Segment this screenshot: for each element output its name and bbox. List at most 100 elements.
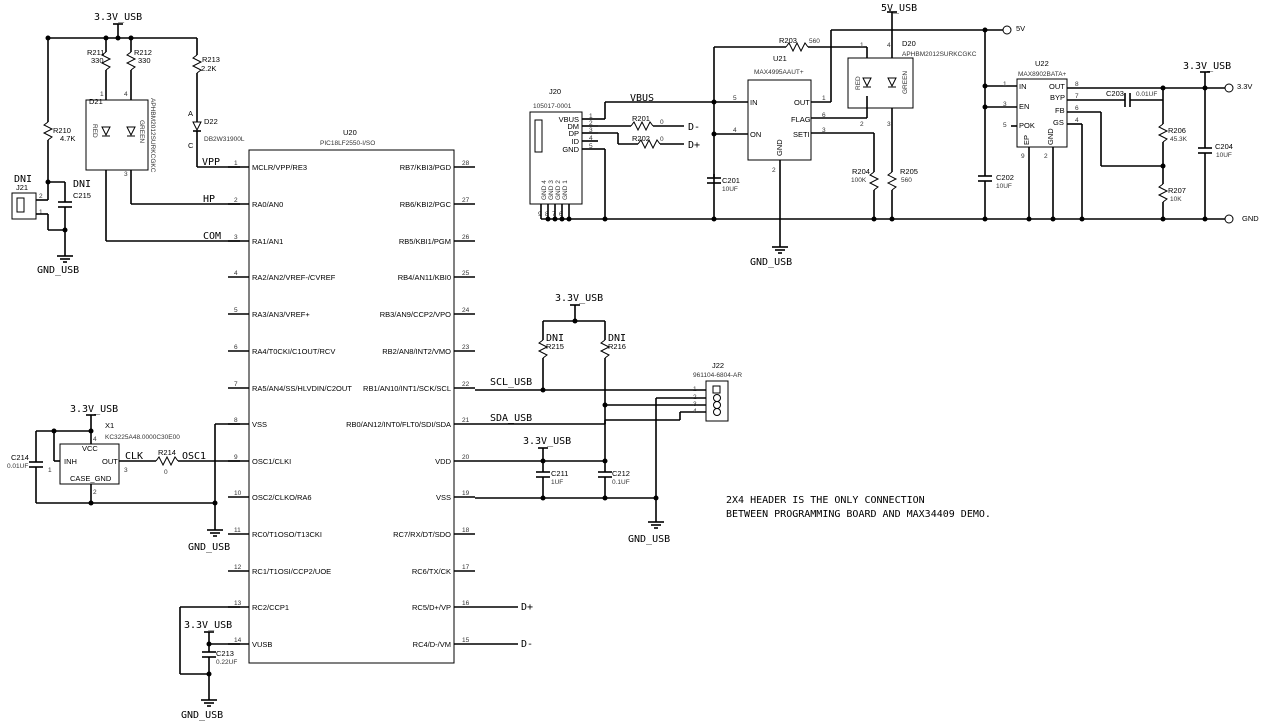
- u20-body: [249, 150, 454, 663]
- r215-dni: DNI: [546, 333, 564, 344]
- j20-pin-number: 2: [589, 120, 593, 127]
- c215-ref: C215: [73, 191, 91, 200]
- u20-pin-number: 1: [234, 160, 238, 167]
- u22-ep-label: EP: [1022, 135, 1031, 145]
- u20-pin-name: RA5/AN4/SS/HLVDIN/C2OUT: [252, 384, 352, 393]
- x1-part: KC3225A48.0000C30E00: [105, 434, 180, 441]
- d20-pin1: 1: [860, 42, 864, 49]
- r204-ref: R204: [852, 167, 870, 176]
- d20-power-label: 5V_USB: [881, 3, 917, 14]
- i2c-power-label: 3.3V_USB: [555, 293, 603, 304]
- u22-pin5: 5: [1003, 122, 1007, 129]
- gnd-rail-label: GND: [1242, 214, 1259, 223]
- vusb-gnd-label: GND_USB: [181, 710, 223, 721]
- u21-on-label: ON: [750, 130, 761, 139]
- u20-pin-number: 11: [234, 527, 241, 534]
- j20-dminus-net: D-: [688, 122, 700, 133]
- r213-value: 2.2K: [201, 64, 216, 73]
- j20-pin-number: 4: [589, 135, 593, 142]
- j20-gnd-pin-number: 6: [559, 211, 563, 218]
- r213-ref: R213: [202, 55, 220, 64]
- u21-pin6: 6: [822, 112, 826, 119]
- vusb-power-label: 3.3V_USB: [184, 620, 232, 631]
- u20-ref: U20: [343, 128, 357, 137]
- r206-value: 45.3K: [1170, 136, 1188, 143]
- u20-pin-name: RB0/AN12/INT0/FLT0/SDI/SDA: [346, 420, 451, 429]
- j20-pin-number: 5: [589, 143, 593, 150]
- j20-gnd-pin-number: 9: [538, 211, 542, 218]
- net-vbus: VBUS: [630, 93, 654, 104]
- u20-pin-name: RC1/T1OSI/CCP2/UOE: [252, 567, 331, 576]
- j22-part: 961104-6804-AR: [693, 372, 742, 379]
- u22-pin9: 9: [1021, 153, 1025, 160]
- u22-gs-label: GS: [1053, 118, 1064, 127]
- u22-pin8: 8: [1075, 81, 1079, 88]
- u20-pin-name: RA2/AN2/VREF-/CVREF: [252, 273, 336, 282]
- u21-pin2: 2: [772, 167, 776, 174]
- u20-pin-number: 3: [234, 234, 238, 241]
- d21-part: APHBM2012SURKCGKC: [149, 98, 156, 173]
- u20-pin-number: 2: [234, 197, 238, 204]
- power-label-gnd-usb: GND_USB: [37, 265, 79, 276]
- u20-pin-name: RC4/D-/VM: [413, 640, 451, 649]
- i2c-gnd-label: GND_USB: [628, 534, 670, 545]
- d20-part: APHBM2012SURKCGKC: [902, 51, 977, 58]
- u21-ref: U21: [773, 54, 787, 63]
- j20-pin-name: VBUS: [559, 115, 579, 124]
- j21-ref: J21: [16, 183, 28, 192]
- u20-pin-name: RB3/AN9/CCP2/VPO: [380, 310, 451, 319]
- u21-part: MAX4995AAUT+: [754, 69, 804, 76]
- c203-ref: C203: [1106, 89, 1124, 98]
- net-osc1: OSC1: [182, 451, 206, 462]
- x1-out-label: OUT: [102, 457, 118, 466]
- u22-pin6: 6: [1075, 105, 1079, 112]
- d21-ref: D21: [89, 97, 103, 106]
- c211-ref: C211: [551, 469, 568, 478]
- u22-body: [1017, 79, 1067, 147]
- x1-pin1: 1: [48, 467, 52, 474]
- r203-ref: R203: [779, 36, 797, 45]
- c202-ref: C202: [996, 173, 1014, 182]
- header-note-line1: 2X4 HEADER IS THE ONLY CONNECTION: [726, 495, 925, 506]
- d21-green-label: GREEN: [138, 120, 145, 143]
- u20-pin-number: 23: [462, 344, 470, 351]
- u22-in-label: IN: [1019, 82, 1027, 91]
- u20-pin-number: 24: [462, 307, 470, 314]
- vusb-section: 3.3V_USB C213 0.22UF GND_USB: [180, 607, 240, 721]
- u21-out-label: OUT: [794, 98, 810, 107]
- r210-ref: R210: [53, 126, 71, 135]
- x1-inh-label: INH: [64, 457, 77, 466]
- oscillator-section: 3.3V_USB X1 KC3225A48.0000C30E00 VCC INH…: [7, 404, 240, 553]
- j20-ref: J20: [549, 87, 561, 96]
- u22-gnd-label: GND: [1046, 128, 1055, 145]
- r204-value: 100K: [851, 177, 867, 184]
- r216-ref: R216: [608, 342, 626, 351]
- u22-pin7: 7: [1075, 93, 1079, 100]
- j20-gnd-pin-name: GND 2: [555, 180, 562, 200]
- d21-red-label: RED: [91, 124, 98, 138]
- u21-flag-label: FLAG: [791, 115, 811, 124]
- j22-pin-number: 4: [693, 408, 697, 415]
- d21-body: [86, 100, 148, 170]
- j20-part: 105017-0001: [533, 103, 572, 110]
- led-indicator-section: 3.3V_USB R211 330 R212 330 R213 2.2K D22…: [12, 12, 245, 276]
- usb-gnd-label: GND_USB: [750, 257, 792, 268]
- u20-pin-name: RC7/RX/DT/SDO: [393, 530, 451, 539]
- u20-pin-name: RB6/KBI2/PGC: [400, 200, 452, 209]
- u20-pin-name: RC2/CCP1: [252, 603, 289, 612]
- j20-gnd-pin-name: GND 3: [548, 180, 555, 200]
- net-sda: SDA_USB: [490, 413, 532, 424]
- u20-pin-number: 22: [462, 381, 470, 388]
- u21-pin1: 1: [822, 95, 826, 102]
- c213-value: 0.22UF: [216, 659, 237, 666]
- r205-ref: R205: [900, 167, 918, 176]
- u20-pin-number: 19: [462, 490, 470, 497]
- c204-ref: C204: [1215, 142, 1233, 151]
- c201-value: 10UF: [722, 186, 738, 193]
- x1-pin3: 3: [124, 467, 128, 474]
- c204-value: 10UF: [1216, 152, 1232, 159]
